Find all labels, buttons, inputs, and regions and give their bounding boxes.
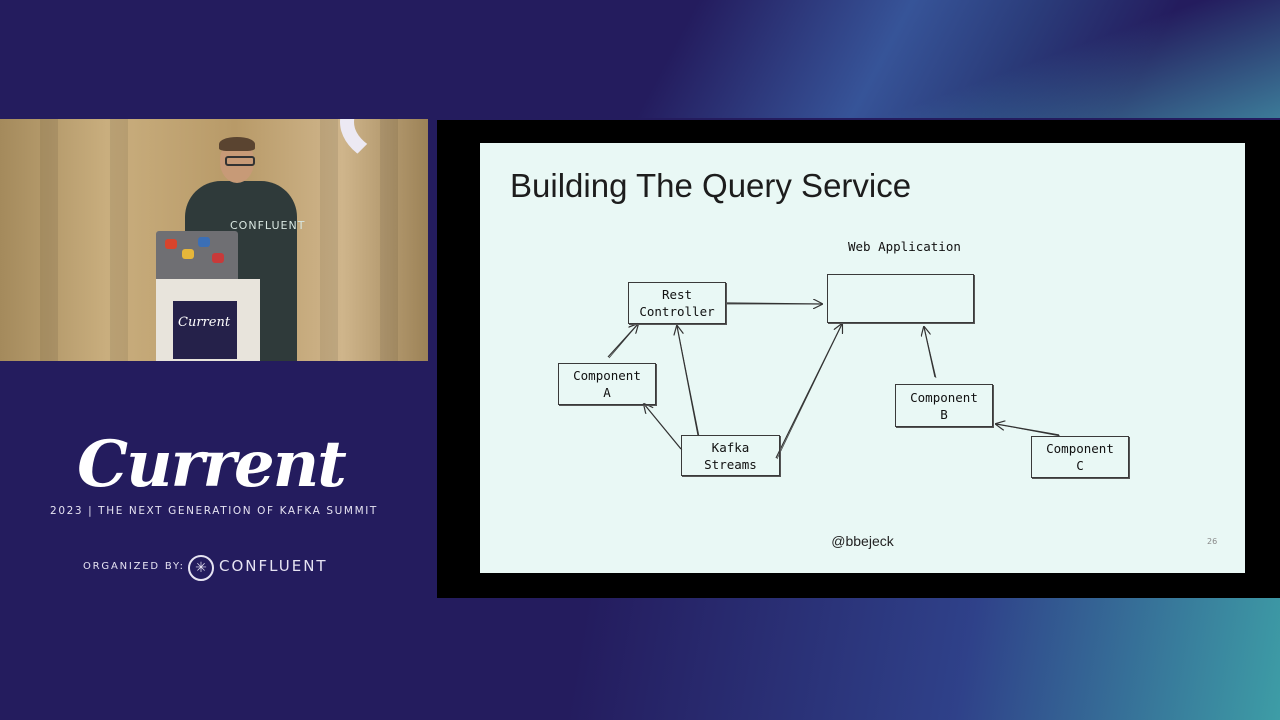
slide-title: Building The Query Service <box>510 167 912 204</box>
podium-logo: Current <box>178 315 231 330</box>
edge-sketch-compB-to-webapp <box>923 326 937 379</box>
background-glow-top <box>0 0 1280 118</box>
speaker-hair <box>219 137 255 151</box>
author-handle: @bbejeck <box>831 533 894 549</box>
edge-sketch-kafka-to-rest <box>676 325 700 437</box>
web-application-node <box>827 274 974 323</box>
curtain-fold <box>110 119 128 361</box>
curtain-fold <box>320 119 338 361</box>
edge-sketch-compC-to-compB <box>995 423 1061 437</box>
current-logo: Current <box>77 427 347 502</box>
organized-by-label: ORGANIZED BY: <box>83 561 185 572</box>
confluent-logo-icon: ✳ <box>188 555 214 581</box>
curtain-fold <box>40 119 58 361</box>
kafka-streams-node: Kafka Streams <box>681 435 780 476</box>
slide-page-number: 26 <box>1207 537 1218 546</box>
background-glow-bottom <box>0 598 1280 720</box>
stage-ring-decoration <box>340 119 428 171</box>
component-c-node: Component C <box>1031 436 1129 478</box>
event-branding: Current 2023 | THE NEXT GENERATION OF KA… <box>0 430 428 590</box>
laptop-sticker <box>182 249 194 259</box>
web-application-label: Web Application <box>848 239 961 254</box>
event-tagline: 2023 | THE NEXT GENERATION OF KAFKA SUMM… <box>50 505 378 517</box>
laptop-sticker <box>198 237 210 247</box>
speaker-glasses <box>225 156 255 166</box>
presentation-slide: Building The Query Service Web Applicati… <box>480 143 1245 573</box>
edge-sketch-kafka-to-compA <box>643 403 683 451</box>
shirt-logo: CONFLUENT <box>230 219 306 232</box>
organizer-name: CONFLUENT <box>219 557 328 575</box>
rest-controller-node: Rest Controller <box>628 282 726 324</box>
component-b-node: Component B <box>895 384 993 427</box>
diagram-arrows <box>607 143 1061 460</box>
edge-sketch-kafka-to-webapp <box>776 323 843 460</box>
curtain-fold <box>380 119 398 361</box>
podium-panel <box>173 301 237 359</box>
speaker-video: CONFLUENT Current <box>0 119 428 361</box>
edge-sketch-compA-to-rest <box>608 323 639 359</box>
laptop-sticker <box>212 253 224 263</box>
laptop-sticker <box>165 239 177 249</box>
component-a-node: Component A <box>558 363 656 405</box>
